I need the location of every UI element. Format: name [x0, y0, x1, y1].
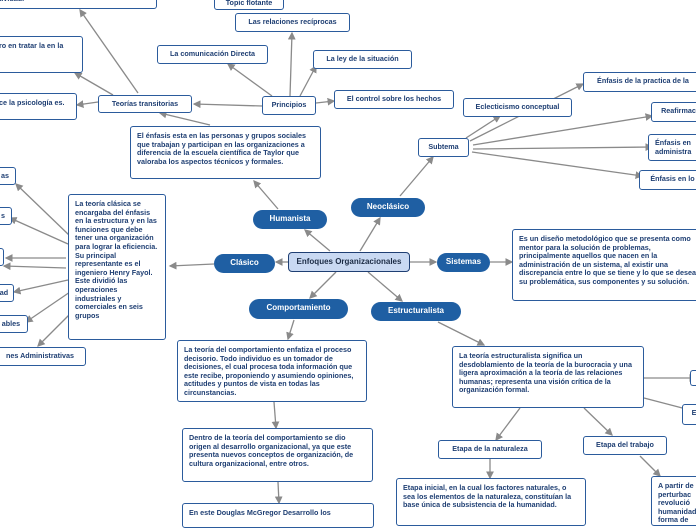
control-hechos-node[interactable]: El control sobre los hechos — [334, 90, 454, 109]
subtema-node[interactable]: Subtema — [418, 138, 469, 157]
etapa-naturaleza-note[interactable]: Etapa inicial, en la cual los factores n… — [396, 478, 586, 526]
comunicacion-directa-node[interactable]: La comunicación Directa — [157, 45, 268, 64]
branch-comportamiento[interactable]: Comportamiento — [249, 299, 348, 319]
clasico-frag-administrativas[interactable]: nes Administrativas — [0, 347, 86, 366]
ley-situacion-node[interactable]: La ley de la situación — [313, 50, 412, 69]
clasico-frag-s[interactable]: s — [0, 207, 12, 225]
etapa-trabajo-note[interactable]: A partir de perturbac revolució humanida… — [651, 476, 696, 526]
enfasis-practica-node[interactable]: Énfasis de la practica de la — [583, 72, 696, 92]
clasico-frag-ad[interactable]: ad — [0, 284, 14, 302]
reafirmacion-node[interactable]: Reafirmac — [651, 102, 696, 122]
humanista-note[interactable]: El énfasis esta en las personas y grupos… — [130, 126, 321, 179]
branch-sistemas[interactable]: Sistemas — [437, 253, 490, 272]
principios-node[interactable]: Principios — [262, 96, 316, 115]
branch-estructuralista[interactable]: Estructuralista — [371, 302, 461, 321]
etapa-trabajo-node[interactable]: Etapa del trabajo — [583, 436, 667, 455]
etapa-naturaleza-node[interactable]: Etapa de la naturaleza — [438, 440, 542, 459]
enfasis-administracion-node[interactable]: Énfasis en administra — [648, 134, 696, 161]
left-top-note[interactable]: tividad. — [0, 0, 157, 9]
clasico-frag-as[interactable]: as — [0, 167, 16, 185]
clasico-frag-ables[interactable]: ables — [0, 315, 28, 333]
estructuralista-right-frag[interactable]: E — [682, 404, 696, 425]
clasico-note[interactable]: La teoría clásica se encargaba del énfas… — [68, 194, 166, 340]
central-topic[interactable]: Enfoques Organizacionales — [288, 252, 410, 272]
estructuralista-right-blank[interactable] — [690, 370, 696, 386]
teorias-transitorias-node[interactable]: Teorías transitorias — [98, 95, 192, 113]
left-note-psicologia[interactable]: ce la psicología es. — [0, 93, 77, 120]
branch-neoclasico[interactable]: Neoclásico — [351, 198, 425, 217]
enfasis-lo-node[interactable]: Énfasis en lo — [639, 170, 696, 190]
topic-flotante-node[interactable]: Topic flotante — [214, 0, 284, 10]
comportamiento-note-1[interactable]: La teoría del comportamiento enfatiza el… — [177, 340, 367, 402]
branch-clasico[interactable]: Clásico — [214, 254, 275, 273]
branch-humanista[interactable]: Humanista — [253, 210, 327, 229]
relaciones-reciprocas-node[interactable]: Las relaciones recíprocas — [235, 13, 350, 32]
clasico-frag-blank[interactable] — [0, 248, 4, 266]
comportamiento-note-2[interactable]: Dentro de la teoría del comportamiento s… — [182, 428, 373, 482]
estructuralista-note[interactable]: La teoría estructuralista significa un d… — [452, 346, 644, 408]
comportamiento-note-3[interactable]: En este Douglas McGregor Desarrollo los — [182, 503, 374, 528]
eclecticismo-node[interactable]: Eclecticismo conceptual — [463, 98, 572, 117]
left-note-tratar[interactable]: ro en tratar la en la — [0, 36, 83, 73]
sistemas-note[interactable]: Es un diseño metodológico que se present… — [512, 229, 696, 301]
